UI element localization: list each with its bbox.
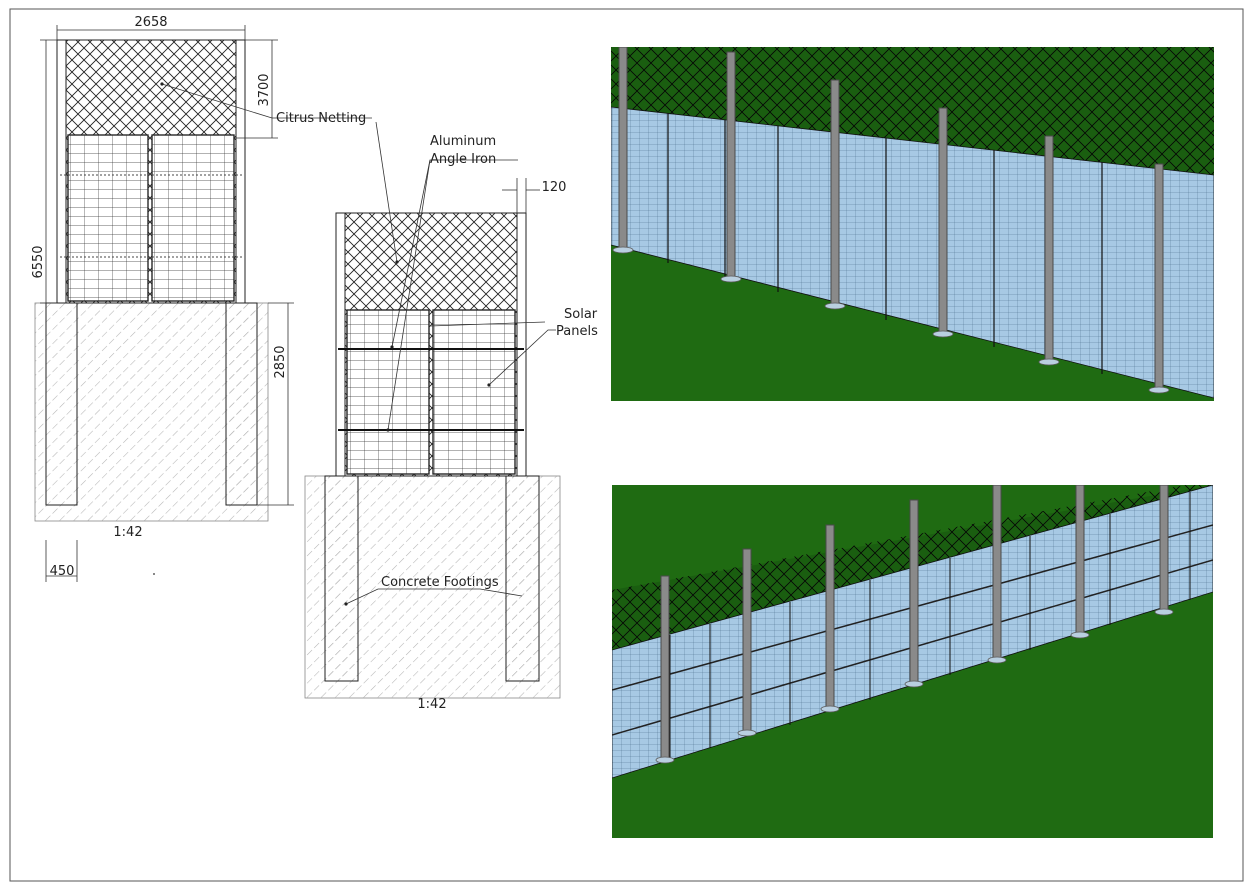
- label-aluminum-2: Angle Iron: [430, 152, 496, 167]
- left-elevation: 2658 3700 6550 2850 450 1:42: [31, 15, 294, 582]
- render-bottom: [612, 485, 1213, 838]
- left-footing-pier-b: [225, 302, 258, 506]
- render-top-panel-wall: [611, 106, 1214, 399]
- right-footing-pier-b: [505, 475, 540, 682]
- right-elevation: 120 1:42: [304, 178, 567, 712]
- left-post-b: [235, 39, 246, 304]
- page-border: [9, 8, 1244, 882]
- label-aluminum-1: Aluminum: [430, 134, 496, 149]
- label-concrete-footings: Concrete Footings: [381, 575, 499, 590]
- right-footing-pier-a: [324, 475, 359, 682]
- render-top: [611, 47, 1214, 401]
- label-citrus-netting: Citrus Netting: [276, 111, 366, 126]
- scale-left-view: 1:42: [113, 525, 142, 540]
- left-solar-panels: [60, 134, 242, 302]
- scale-right-view: 1:42: [417, 697, 446, 712]
- right-post-a: [335, 212, 346, 477]
- dim-footing-width: 450: [50, 564, 75, 579]
- dim-netting-height: 3700: [257, 73, 272, 106]
- dim-footing-depth: 2850: [273, 345, 288, 378]
- dim-total-height: 6550: [31, 245, 46, 278]
- leader-lines: [161, 83, 556, 605]
- right-solar-panels: [338, 309, 524, 475]
- right-post-b: [516, 212, 527, 477]
- render-top-netting: [611, 47, 1214, 175]
- dim-angle-offset: 120: [542, 180, 567, 195]
- label-solar-1: Solar: [564, 307, 598, 322]
- left-post-a: [56, 39, 67, 304]
- label-solar-2: Panels: [556, 324, 598, 339]
- dim-width-top: 2658: [134, 15, 167, 30]
